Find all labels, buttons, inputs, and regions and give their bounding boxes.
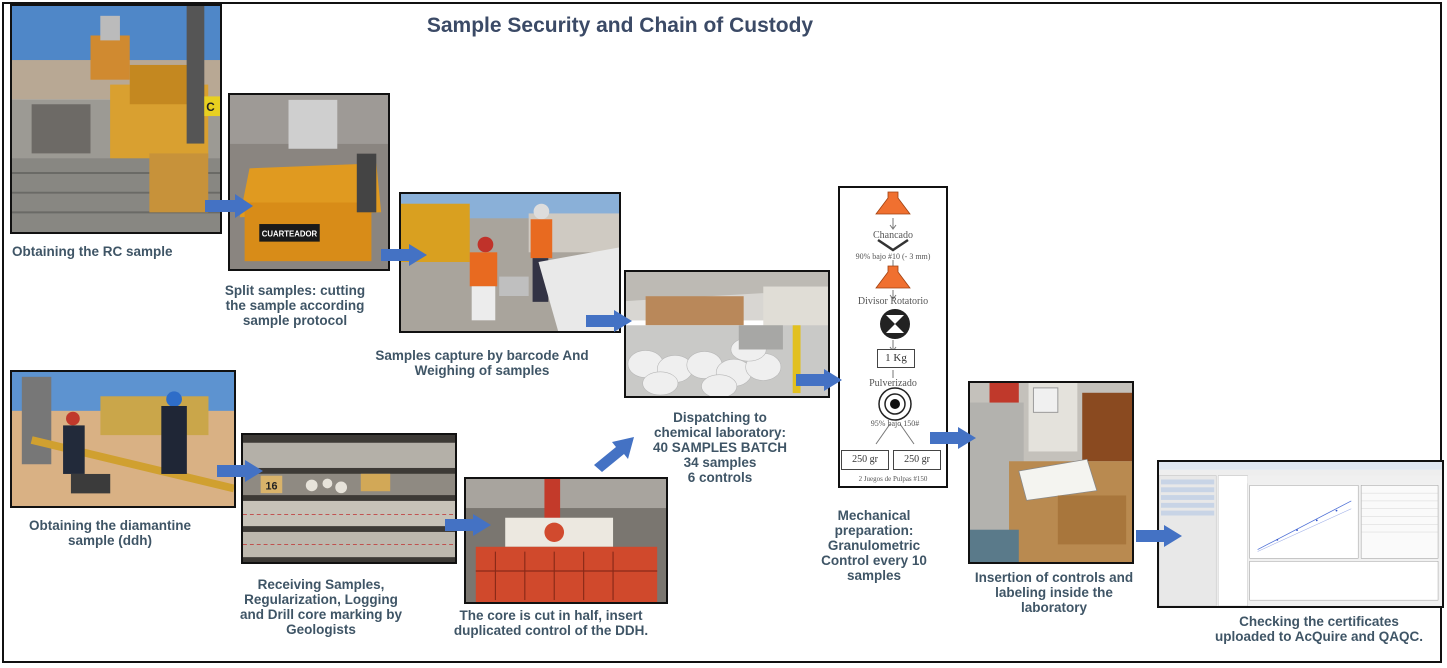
arrow-barcode-to-dispatch: [586, 310, 632, 332]
flask-icon: [875, 191, 911, 215]
flow-footer: 2 Juegos de Pulpas #150: [858, 475, 928, 483]
flow-pulverizado: Pulverizado: [869, 378, 917, 389]
dispatch-line-3: 40 SAMPLES BATCH: [652, 440, 788, 455]
arrow-split-to-barcode: [381, 244, 427, 266]
photo-acquire-software: [1157, 460, 1444, 608]
photo-warehouse: [624, 270, 830, 398]
rc-tag: C: [206, 101, 215, 114]
caption-rc-sample: Obtaining the RC sample: [12, 244, 173, 259]
mechanical-prep-flowchart: Chancado 90% bajo #10 (- 3 mm) Divisor R…: [838, 186, 948, 488]
flask-icon-2: [875, 265, 911, 289]
core-box-tag: 16: [265, 480, 277, 492]
photo-barcode: [399, 192, 621, 333]
photo-core-boxes: 16: [241, 433, 457, 564]
flow-chancado: Chancado: [873, 230, 913, 241]
caption-core-cut: The core is cut in half, insert duplicat…: [453, 608, 649, 638]
cuarteador-sign: CUARTEADOR: [262, 230, 318, 239]
flow-split-a: 250 gr: [841, 450, 889, 470]
caption-insertion: Insertion of controls and labeling insid…: [974, 570, 1134, 615]
pulverizer-icon: [878, 387, 912, 421]
photo-splitter: CUARTEADOR: [228, 93, 390, 271]
photo-diamond-drilling: [10, 370, 236, 508]
arrow-dispatch-to-mechanical: [796, 369, 842, 391]
flow-split-b: 250 gr: [893, 450, 941, 470]
caption-receiving: Receiving Samples, Regularization, Loggi…: [239, 577, 403, 637]
dispatch-line-4: 34 samples: [683, 455, 757, 470]
caption-diamantine: Obtaining the diamantine sample (ddh): [28, 518, 191, 548]
flow-divisor: Divisor Rotatorio: [857, 296, 929, 307]
page-title: Sample Security and Chain of Custody: [426, 14, 814, 37]
flow-pulverizado-spec: 95% bajo 150#: [870, 419, 920, 428]
dispatch-line-5: 6 controls: [687, 470, 753, 485]
flow-chancado-spec: 90% bajo #10 (- 3 mm): [855, 252, 931, 261]
caption-split: Split samples: cutting the sample accord…: [224, 283, 366, 328]
dispatch-line-2: chemical laboratory:: [653, 425, 787, 440]
caption-mechanical: Mechanical preparation: Granulometric Co…: [821, 508, 927, 583]
photo-core-saw: [464, 477, 668, 604]
rotary-divider-icon: [880, 309, 910, 339]
dispatch-line-1: Dispatching to: [673, 410, 767, 425]
arrow-rc-to-split: [205, 194, 253, 218]
arrow-mechanical-to-insertion: [930, 427, 976, 449]
arrow-diamond-to-core: [217, 460, 263, 482]
arrow-saw-to-dispatch: [594, 437, 634, 472]
caption-barcode: Samples capture by barcode And Weighing …: [375, 348, 589, 378]
caption-certificates: Checking the certificates uploaded to Ac…: [1214, 614, 1423, 644]
caption-dispatch: Dispatching to chemical laboratory: 40 S…: [638, 410, 802, 485]
arrow-insertion-to-certificates: [1136, 525, 1182, 547]
arrow-core-to-saw: [445, 514, 491, 536]
flow-kg-box: 1 Kg: [877, 349, 915, 368]
photo-lab-insertion: [968, 381, 1134, 564]
photo-rc-rig: C: [10, 4, 222, 234]
